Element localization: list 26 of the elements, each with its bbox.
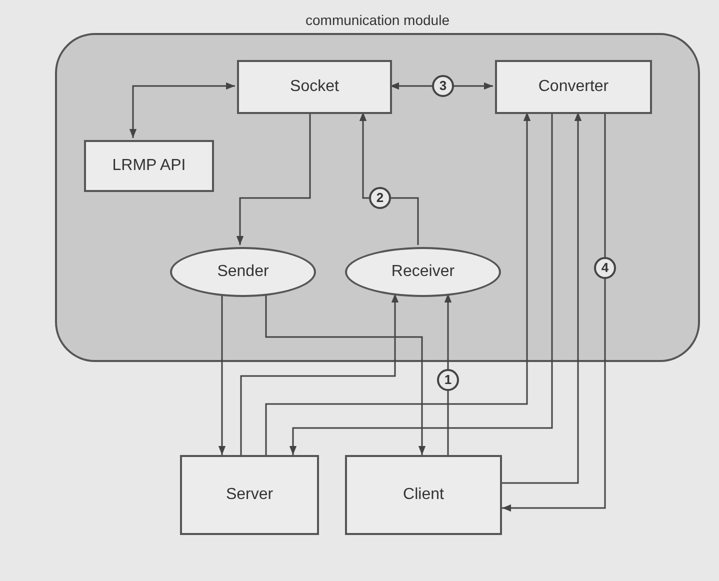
process-box	[345, 455, 502, 535]
node-label: LRMP API	[112, 156, 186, 176]
module-title: communication module	[304, 11, 450, 30]
arrow	[236, 112, 311, 245]
process-box	[495, 60, 652, 114]
arrow	[129, 82, 235, 138]
arrow	[240, 294, 399, 455]
node-label: Client	[403, 485, 444, 505]
node-label: Converter	[538, 77, 609, 97]
node-label: Socket	[290, 77, 339, 97]
node-label: Server	[226, 485, 274, 505]
arrow	[265, 112, 531, 455]
process-box	[84, 140, 214, 192]
node-label: Receiver	[391, 262, 455, 282]
process-box	[237, 60, 392, 114]
arrow	[502, 112, 582, 484]
arrow	[444, 293, 452, 455]
process-box	[180, 455, 319, 535]
arrow	[265, 294, 426, 455]
arrow	[359, 112, 419, 246]
arrow	[502, 112, 606, 512]
arrow	[390, 82, 493, 90]
arrow	[218, 294, 226, 455]
edge-label: 1	[437, 369, 459, 391]
arrow	[289, 112, 553, 455]
node-label: Sender	[217, 262, 269, 282]
